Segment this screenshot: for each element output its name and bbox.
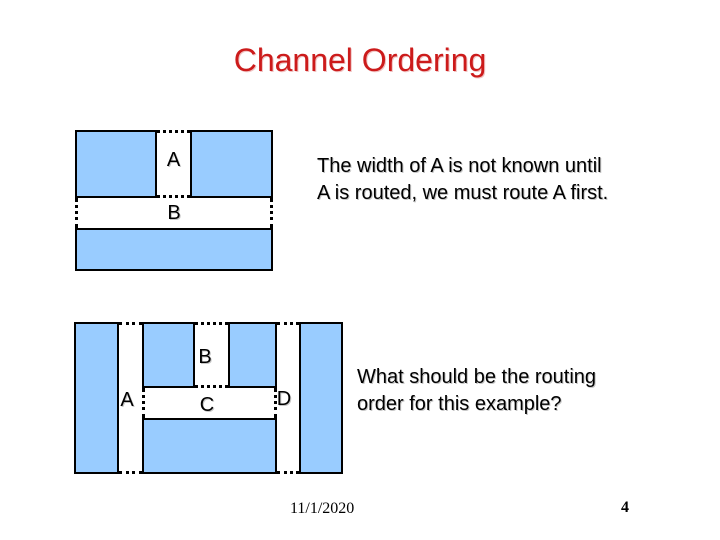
channel-b2-bottom-dotted-edge xyxy=(195,385,228,388)
top-diagram-block-top-left xyxy=(75,130,157,198)
bottom-diagram: A B C D xyxy=(74,322,343,474)
bottom-diagram-block-mid-bottom xyxy=(142,418,277,474)
channel-a2-top-dotted-edge xyxy=(119,322,142,325)
top-diagram-block-bottom xyxy=(75,228,273,271)
channel-b2-label: B xyxy=(198,346,212,368)
channel-c-label: C xyxy=(199,394,215,416)
slide-title: Channel Ordering xyxy=(233,42,487,78)
width-note-line-2: A is routed, we must route A first. xyxy=(317,182,609,204)
channel-d-bottom-dotted-edge xyxy=(277,471,299,474)
channel-b-left-dotted-edge xyxy=(75,198,78,228)
top-diagram-block-top-right xyxy=(190,130,273,198)
channel-b-label: B xyxy=(167,202,181,224)
channel-c-left-dotted-edge xyxy=(142,388,145,418)
top-diagram: A B xyxy=(75,130,273,271)
width-note-caption: The width of A is not known until A is r… xyxy=(317,153,608,207)
question-line-2: order for this example? xyxy=(357,393,562,415)
question-line-1: What should be the routing xyxy=(357,366,597,388)
bottom-diagram-block-right-tall xyxy=(299,322,343,474)
channel-a2-bottom-dotted-edge xyxy=(119,471,142,474)
channel-a-bottom-dotted-edge xyxy=(157,195,190,198)
bottom-diagram-block-mid-top-left xyxy=(142,322,195,388)
channel-a-top-dotted-edge xyxy=(157,130,190,133)
channel-b-right-dotted-edge xyxy=(270,198,273,228)
bottom-diagram-block-left-tall xyxy=(74,322,119,474)
channel-a-label: A xyxy=(166,149,181,171)
question-caption: What should be the routing order for thi… xyxy=(357,364,596,418)
page-number: 4 xyxy=(621,499,629,516)
channel-d-label: D xyxy=(276,388,292,410)
width-note-line-1: The width of A is not known until xyxy=(317,155,602,177)
channel-c-right-dotted-edge xyxy=(274,388,277,418)
channel-a2-label: A xyxy=(120,389,134,411)
channel-b2-top-dotted-edge xyxy=(195,322,228,325)
channel-d-top-dotted-edge xyxy=(277,322,299,325)
bottom-diagram-block-mid-top-right xyxy=(228,322,277,388)
footer-date: 11/1/2020 xyxy=(290,500,355,517)
